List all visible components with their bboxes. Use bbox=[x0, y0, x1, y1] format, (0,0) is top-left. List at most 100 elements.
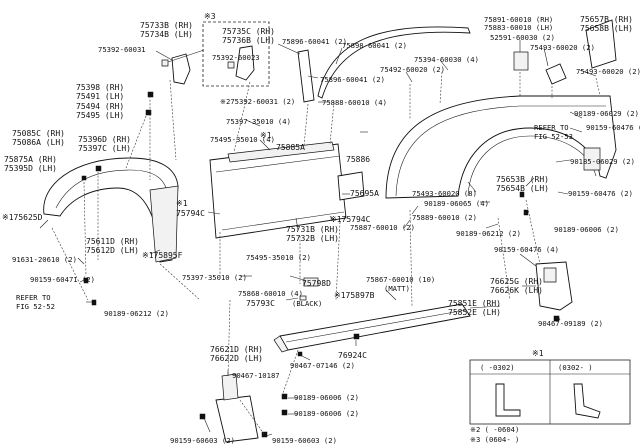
callout-75493c: 75493-60020 (8) bbox=[412, 189, 477, 198]
bolt-90159-60471 bbox=[83, 277, 89, 284]
clip-75793c bbox=[299, 295, 307, 301]
assembly-dashes bbox=[51, 71, 601, 435]
legend-note3: ※3 (0604- ) bbox=[470, 435, 519, 444]
callout-90159-60471: 90159-60471 (2) bbox=[30, 275, 95, 284]
callout-75875a: 75875A (RH) bbox=[4, 155, 57, 164]
callout-75654b: 75654B (LH) bbox=[496, 184, 549, 193]
callout-black: (BLACK) bbox=[292, 299, 322, 308]
bracket-75733b bbox=[171, 53, 191, 85]
callout-76626k: 76626K (LH) bbox=[490, 286, 543, 295]
callout-75612d: 75612D (LH) bbox=[86, 246, 139, 255]
callout-75394: 75394-60030 (4) bbox=[414, 55, 479, 64]
rear-mudguard bbox=[535, 261, 573, 311]
callout-75392a: 75392-60031 bbox=[98, 45, 146, 54]
strip-75885a bbox=[227, 141, 335, 163]
clip-75798d bbox=[303, 277, 319, 287]
callout-75736b: 75736B (LH) bbox=[222, 36, 275, 45]
callout-75493b: 75493-60020 (2) bbox=[576, 67, 640, 76]
callout-75396d: 75396D (RH) bbox=[78, 135, 131, 144]
callout-mark3: ※3 bbox=[204, 12, 216, 21]
front-clips bbox=[81, 91, 154, 181]
panel-edge2 bbox=[221, 211, 345, 231]
callout-90189-06212b: 90189-06212 (2) bbox=[104, 309, 169, 318]
nut-90159b bbox=[523, 209, 529, 216]
callout-75735c: 75735C (RH) bbox=[222, 27, 275, 36]
callout-75731b: 75731B (RH) bbox=[286, 225, 339, 234]
callout-75397-35010b: 75397-35010 (2) bbox=[182, 273, 247, 282]
callout-75658b: 75658B (LH) bbox=[580, 24, 633, 33]
callout-75734b: 75734B (LH) bbox=[140, 30, 193, 39]
callout-52591: 52591-60030 (2) bbox=[490, 33, 555, 42]
callout-75896b: 75896-60041 (2) bbox=[320, 75, 385, 84]
callout-75888: 75888-60010 (4) bbox=[322, 98, 387, 107]
callout-90467-09189: 90467-09189 (2) bbox=[538, 319, 603, 328]
callout-75793c: 75793C bbox=[246, 299, 275, 308]
callout-75397c: 75397C (LH) bbox=[78, 144, 131, 153]
callout-75494: 75494 (RH) bbox=[76, 102, 124, 111]
callout-175897b: ※175897B bbox=[334, 291, 375, 300]
callout-90159-60476a: 90159-60476 (2) bbox=[586, 123, 640, 132]
mudguard-76621d bbox=[215, 395, 259, 443]
callout-75898: 75898-60041 (2) bbox=[342, 41, 407, 50]
legend-col1: ( -0302) bbox=[480, 363, 515, 372]
callout-90159-60603b: 90159-60603 (2) bbox=[272, 436, 337, 445]
nut-90159 bbox=[519, 191, 525, 198]
callout-75695a: 75695A bbox=[350, 189, 379, 198]
callout-90189-06029: 90189-06029 (2) bbox=[574, 109, 639, 118]
flare-front-inner bbox=[55, 169, 169, 209]
callout-75883: 75883-60010 (LH) bbox=[484, 23, 553, 32]
bracket-75657b bbox=[545, 63, 567, 85]
top-bracket-group bbox=[161, 21, 315, 103]
rocker-moulding bbox=[273, 303, 471, 353]
mudguard-front-bracket bbox=[221, 373, 239, 401]
callout-76625g: 76625G (RH) bbox=[490, 277, 543, 286]
callout-75887: 75887-60010 (2) bbox=[350, 223, 415, 232]
callout-75085c: 75085C (RH) bbox=[12, 129, 65, 138]
clip-75494 bbox=[145, 109, 152, 116]
callout-75491: 75491 (LH) bbox=[76, 92, 124, 101]
clip-75392-60023 bbox=[227, 61, 235, 69]
callout-75492: 75492-60020 (2) bbox=[380, 65, 445, 74]
callout-75867: 75867-60010 (10) bbox=[366, 275, 435, 284]
callout-matt: (MATT) bbox=[384, 284, 410, 293]
callout-75398: 75398 (RH) bbox=[76, 83, 124, 92]
callout-175794c: ※175794C bbox=[330, 215, 371, 224]
callout-x1b: ※1 bbox=[176, 199, 188, 208]
pad-52591 bbox=[513, 51, 529, 71]
bolt-90189-06212 bbox=[91, 299, 97, 306]
leader-lines bbox=[39, 40, 597, 437]
callout-90189-06065: 90189-06065 (4) bbox=[424, 199, 489, 208]
arch-moulding-75898 bbox=[317, 26, 471, 99]
plate-75896 bbox=[297, 49, 315, 103]
callout-75395d: 75395D (LH) bbox=[4, 164, 57, 173]
legend-part-old bbox=[495, 383, 521, 417]
callout-175625d: ※175625D bbox=[2, 213, 43, 222]
callout-75733b: 75733B (RH) bbox=[140, 21, 193, 30]
callout-90189-06006b: 90189-06006 (2) bbox=[294, 393, 359, 402]
rocker-line bbox=[285, 309, 467, 343]
callout-175895f: ※175895F bbox=[142, 251, 183, 260]
callout-76924c: 76924C bbox=[338, 351, 367, 360]
callout-75397-35010a: 75397-35010 (4) bbox=[226, 117, 291, 126]
callout-75868: 75868-60010 (4) bbox=[238, 289, 303, 298]
legend-col2: (0302- ) bbox=[558, 363, 593, 372]
callout-91631: 91631-20610 (2) bbox=[12, 255, 77, 264]
callout-90189-06212a: 90189-06212 (2) bbox=[456, 229, 521, 238]
callout-90189-06006a: 90189-06006 (2) bbox=[554, 225, 619, 234]
panel-edge bbox=[215, 155, 341, 173]
callout-75086a: 75086A (LH) bbox=[12, 138, 65, 147]
callout-75493a: 75493-60020 (2) bbox=[530, 43, 595, 52]
mudguard-bracket bbox=[543, 267, 557, 283]
front-mudguard bbox=[215, 373, 259, 443]
flare-rear-pad bbox=[583, 147, 601, 171]
callout-75794c: 75794C bbox=[176, 209, 205, 218]
flare-inner-edge bbox=[395, 105, 606, 197]
nut-90159-60603b bbox=[261, 431, 268, 438]
callout-75495-35010: 75495-35010 (4) bbox=[210, 135, 275, 144]
callout-90159-60476b: 90159-60476 (2) bbox=[568, 189, 633, 198]
extension-75611d bbox=[149, 185, 179, 263]
callout-75891: 75891-60010 (RH) bbox=[484, 15, 553, 24]
callout-labels: 75733B (RH) 75734B (LH) 75392-60031 ※3 7… bbox=[2, 12, 640, 445]
callout-75657b: 75657B (RH) bbox=[580, 15, 633, 24]
